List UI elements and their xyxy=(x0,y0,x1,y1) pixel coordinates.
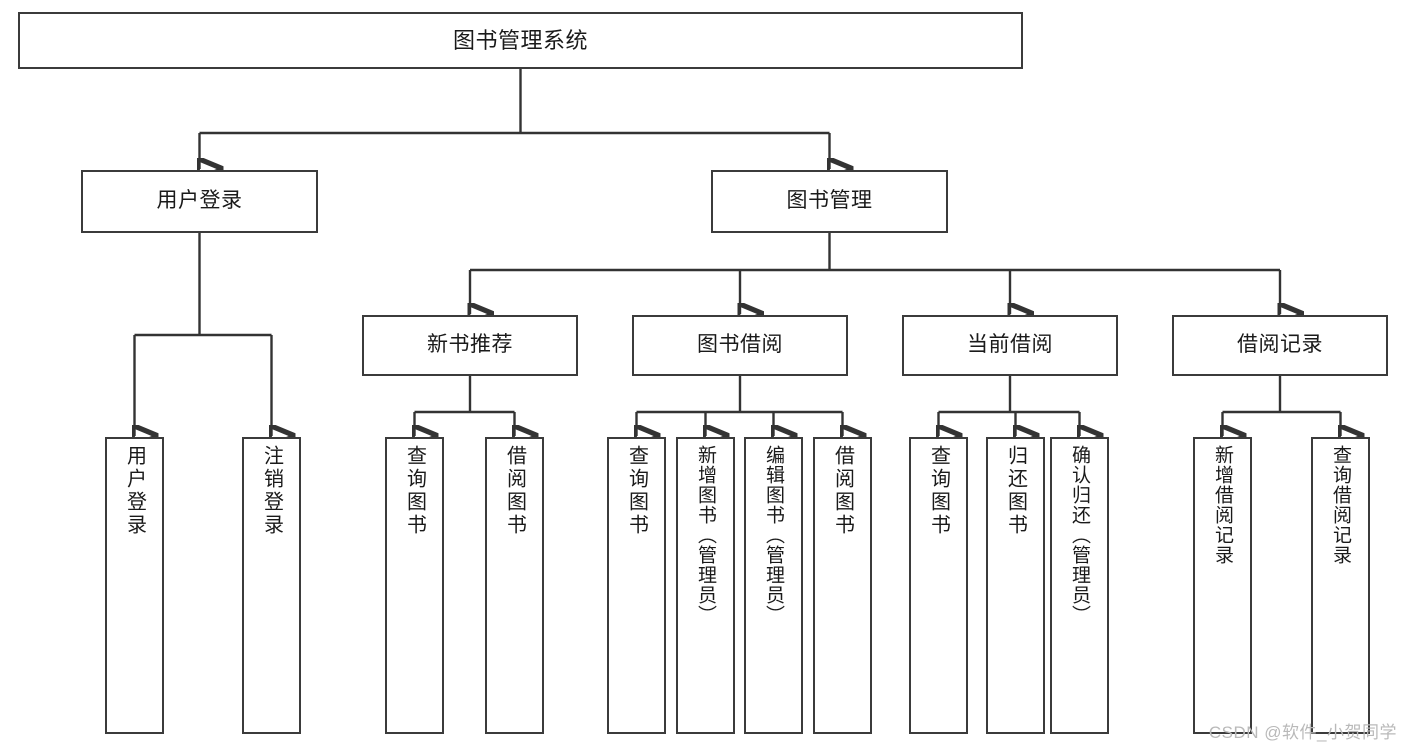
node-label: 查询图书 xyxy=(927,445,950,537)
node-leaf-borrow-book-new[interactable]: 借阅图书 xyxy=(485,437,544,734)
node-label: 新增图书（管理员） xyxy=(695,445,716,625)
node-label: 用户登录 xyxy=(123,445,146,537)
node-user-login[interactable]: 用户登录 xyxy=(81,170,318,233)
node-leaf-add-book-admin[interactable]: 新增图书（管理员） xyxy=(676,437,735,734)
node-label: 注销登录 xyxy=(260,445,283,537)
node-leaf-query-book-new[interactable]: 查询图书 xyxy=(385,437,444,734)
node-leaf-return-book[interactable]: 归还图书 xyxy=(986,437,1045,734)
node-leaf-logout[interactable]: 注销登录 xyxy=(242,437,301,734)
node-label: 图书管理系统 xyxy=(452,27,588,53)
node-label: 借阅图书 xyxy=(503,445,526,537)
node-leaf-add-record[interactable]: 新增借阅记录 xyxy=(1193,437,1252,734)
node-label: 查询图书 xyxy=(625,445,648,537)
node-label: 当前借阅 xyxy=(967,333,1053,357)
node-book-management[interactable]: 图书管理 xyxy=(711,170,948,233)
node-leaf-query-book-borrow[interactable]: 查询图书 xyxy=(607,437,666,734)
node-leaf-query-book-cur[interactable]: 查询图书 xyxy=(909,437,968,734)
node-label: 编辑图书（管理员） xyxy=(763,445,784,625)
node-borrow-record[interactable]: 借阅记录 xyxy=(1172,315,1388,376)
node-label: 借阅图书 xyxy=(831,445,854,537)
node-label: 图书管理 xyxy=(786,189,873,213)
node-label: 用户登录 xyxy=(156,189,243,213)
node-label: 归还图书 xyxy=(1004,445,1027,537)
node-leaf-edit-book-admin[interactable]: 编辑图书（管理员） xyxy=(744,437,803,734)
node-leaf-confirm-return[interactable]: 确认归还（管理员） xyxy=(1050,437,1109,734)
node-leaf-borrow-book[interactable]: 借阅图书 xyxy=(813,437,872,734)
node-label: 查询借阅记录 xyxy=(1330,445,1351,565)
node-label: 新书推荐 xyxy=(427,333,513,357)
node-label: 查询图书 xyxy=(403,445,426,537)
node-label: 图书借阅 xyxy=(697,333,783,357)
node-root[interactable]: 图书管理系统 xyxy=(18,12,1023,69)
node-book-borrow[interactable]: 图书借阅 xyxy=(632,315,848,376)
node-leaf-user-login[interactable]: 用户登录 xyxy=(105,437,164,734)
node-label: 新增借阅记录 xyxy=(1212,445,1233,565)
node-label: 借阅记录 xyxy=(1237,333,1323,357)
node-new-book-recommend[interactable]: 新书推荐 xyxy=(362,315,578,376)
node-leaf-query-record[interactable]: 查询借阅记录 xyxy=(1311,437,1370,734)
node-current-borrow[interactable]: 当前借阅 xyxy=(902,315,1118,376)
csdn-watermark: CSDN @软件_小贺同学 xyxy=(1208,723,1397,742)
node-label: 确认归还（管理员） xyxy=(1069,445,1090,625)
